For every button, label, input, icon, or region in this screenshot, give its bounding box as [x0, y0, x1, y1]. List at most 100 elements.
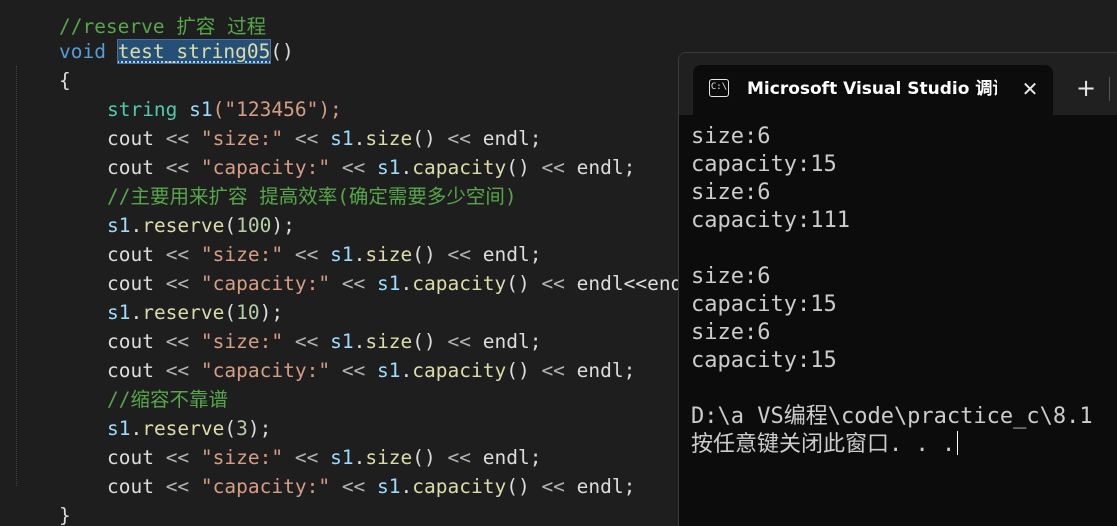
- console-output[interactable]: size:6 capacity:15 size:6 capacity:111 s…: [691, 123, 1117, 459]
- code-line-cout-size: cout << "size:" << s1.size() << endl;: [106, 127, 542, 150]
- operator: <<: [447, 446, 472, 469]
- operator: <<: [447, 330, 472, 353]
- method-capacity: capacity: [412, 475, 507, 498]
- code-line-cout-size: cout << "size:" << s1.size() << endl;: [106, 243, 542, 266]
- cout: cout: [106, 359, 154, 382]
- function-name-highlighted[interactable]: test_string05: [116, 39, 272, 64]
- string-literal: "capacity:": [200, 475, 331, 498]
- operator: <<: [541, 475, 565, 498]
- method-size: size: [365, 330, 413, 353]
- code-line-reserve-10: s1.reserve(10);: [106, 301, 284, 324]
- endl: endl: [482, 446, 530, 469]
- method-reserve: reserve: [142, 417, 225, 440]
- operator: <<: [341, 475, 366, 498]
- code-line-declaration: string s1("123456");: [60, 66, 342, 121]
- operator: <<: [165, 330, 190, 353]
- call-parens: (): [506, 272, 530, 295]
- var-s1: s1: [189, 98, 213, 121]
- keyword-void: void: [58, 40, 106, 63]
- cout: cout: [106, 446, 154, 469]
- number-literal: 10: [236, 301, 260, 324]
- operator: <<: [341, 156, 366, 179]
- endl: endl: [576, 475, 624, 498]
- output-line: [691, 235, 1117, 263]
- code-line-close-brace: }: [12, 472, 71, 526]
- output-line: size:6: [691, 180, 771, 205]
- cout: cout: [106, 243, 154, 266]
- comment-text: //reserve 扩容 过程: [58, 15, 267, 38]
- method-size: size: [365, 243, 413, 266]
- call-parens: (): [412, 127, 436, 150]
- operator: <<: [541, 156, 565, 179]
- cout: cout: [106, 127, 154, 150]
- output-line: size:6: [691, 320, 771, 345]
- operator: <<: [294, 330, 319, 353]
- method-size: size: [365, 446, 413, 469]
- func-parens: (): [270, 40, 294, 63]
- console-tab[interactable]: C:\ Microsoft Visual Studio 调试控制台 ✕: [693, 65, 1053, 115]
- indent-guide: [16, 66, 17, 486]
- operator: <<: [165, 359, 190, 382]
- operator: <<: [447, 243, 472, 266]
- var-s1: s1: [377, 272, 401, 295]
- method-size: size: [365, 127, 413, 150]
- var-s1: s1: [106, 214, 131, 237]
- code-line-comment-2: //缩容不靠谱: [60, 356, 228, 411]
- number-literal: 3: [236, 417, 248, 440]
- operator: <<: [165, 475, 190, 498]
- var-s1: s1: [330, 243, 354, 266]
- var-s1: s1: [377, 156, 401, 179]
- endl: endl: [576, 359, 624, 382]
- operator: <<: [341, 359, 366, 382]
- close-brace: }: [58, 504, 71, 526]
- method-capacity: capacity: [412, 156, 507, 179]
- string-literal: "capacity:": [200, 272, 331, 295]
- comment-text: //主要用来扩容 提高效率(确定需要多少空间): [106, 185, 517, 208]
- string-literal: ("123456");: [212, 98, 342, 121]
- semicolon: ;: [623, 475, 636, 498]
- code-line-signature: void test_string05(): [12, 8, 294, 64]
- call-parens: (): [412, 446, 436, 469]
- string-literal: "capacity:": [200, 156, 331, 179]
- endl: endl: [482, 330, 530, 353]
- output-line: size:6: [691, 124, 771, 149]
- output-line: capacity:15: [691, 348, 837, 373]
- operator: <<: [294, 446, 319, 469]
- operator: <<: [541, 272, 565, 295]
- code-line-open-brace: {: [12, 37, 71, 92]
- call-parens: (): [412, 330, 436, 353]
- output-line: [691, 375, 1117, 403]
- call-parens: (): [506, 156, 530, 179]
- new-tab-button[interactable]: +: [1075, 74, 1097, 102]
- operator: <<: [294, 243, 319, 266]
- method-reserve: reserve: [142, 214, 225, 237]
- code-line-cout-capacity: cout << "capacity:" << s1.capacity() << …: [106, 359, 636, 382]
- tab-divider: [1109, 77, 1110, 101]
- type-string: string: [106, 98, 178, 121]
- operator: <<: [341, 272, 366, 295]
- var-s1: s1: [106, 417, 131, 440]
- semicolon: ;: [529, 446, 542, 469]
- string-literal: "size:": [200, 446, 284, 469]
- code-line-reserve-100: s1.reserve(100);: [106, 214, 295, 237]
- operator: <<: [294, 127, 319, 150]
- method-reserve: reserve: [142, 301, 225, 324]
- close-icon[interactable]: ✕: [1021, 77, 1039, 101]
- semicolon: ;: [623, 156, 636, 179]
- text-cursor: [957, 431, 959, 455]
- console-titlebar[interactable]: C:\ Microsoft Visual Studio 调试控制台 ✕ +: [679, 53, 1117, 115]
- semicolon: ;: [529, 330, 542, 353]
- string-literal: "size:": [200, 127, 284, 150]
- debug-console-window[interactable]: C:\ Microsoft Visual Studio 调试控制台 ✕ + si…: [678, 52, 1117, 526]
- operator: <<: [165, 127, 190, 150]
- comment-text: //缩容不靠谱: [106, 388, 228, 411]
- prompt-text: 按任意键关闭此窗口. . .: [691, 432, 956, 457]
- endl: endl: [482, 127, 530, 150]
- output-line: D:\a VS编程\code\practice_c\8.1: [691, 404, 1093, 429]
- var-s1: s1: [377, 475, 401, 498]
- code-line-cout-capacity-double-endl: cout << "capacity:" << s1.capacity() << …: [60, 240, 706, 295]
- cout: cout: [106, 156, 154, 179]
- string-literal: "size:": [200, 243, 284, 266]
- semicolon: ;: [529, 243, 542, 266]
- code-line-cout-size: cout << "size:" << s1.size() << endl;: [106, 446, 542, 469]
